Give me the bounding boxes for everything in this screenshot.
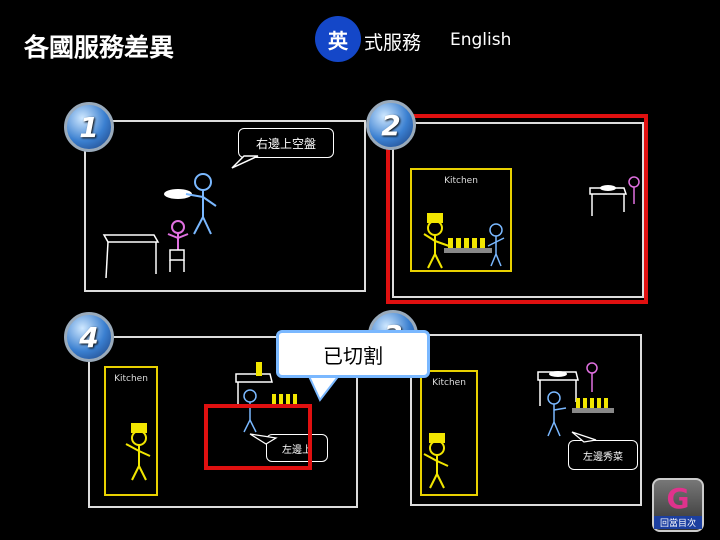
highlight-box-2 bbox=[386, 114, 648, 304]
page-subtitle: 式服務 bbox=[364, 28, 421, 55]
highlight-box-4 bbox=[204, 404, 312, 470]
panel-2-number-badge: 2 bbox=[366, 100, 416, 150]
callout-box: 已切割 bbox=[276, 330, 430, 378]
panel-4-number-badge: 4 bbox=[64, 312, 114, 362]
panel-1-scene bbox=[86, 122, 364, 290]
panel-2-number: 2 bbox=[381, 109, 400, 142]
english-label: English bbox=[450, 30, 511, 50]
return-toc-button[interactable]: G 回當目次 bbox=[652, 478, 704, 532]
panel-3: Kitchen 左邊秀菜 bbox=[410, 334, 642, 506]
panel-1-number: 1 bbox=[79, 111, 98, 144]
return-toc-label: 回當目次 bbox=[654, 516, 702, 529]
panel-1: 右邊上空盤 bbox=[84, 120, 366, 292]
language-badge[interactable]: 英 bbox=[315, 16, 361, 62]
page-title: 各國服務差異 bbox=[24, 28, 174, 64]
panel-1-number-badge: 1 bbox=[64, 102, 114, 152]
panel-3-scene bbox=[412, 336, 640, 504]
panel-4-number: 4 bbox=[79, 321, 98, 354]
logo-g-icon: G bbox=[654, 482, 702, 515]
